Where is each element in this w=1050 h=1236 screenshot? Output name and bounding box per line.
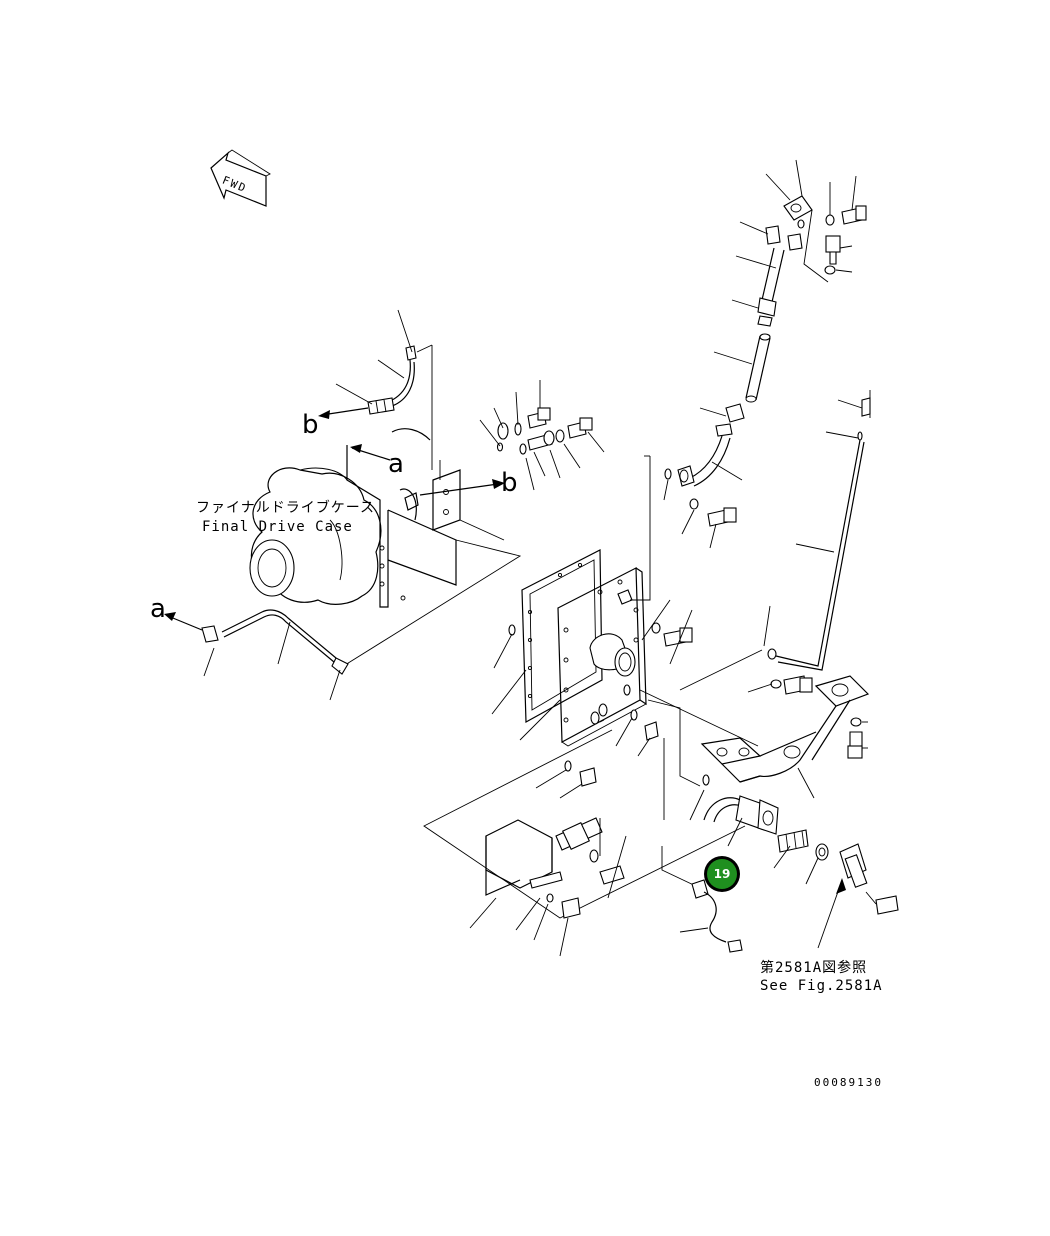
ref-letter-b-top: b bbox=[302, 410, 319, 440]
gasket bbox=[521, 549, 603, 724]
leaders-mid-right bbox=[630, 455, 717, 665]
fwd-label: FWD bbox=[220, 174, 249, 196]
leaders-hose-a bbox=[203, 621, 341, 701]
hose-b-assembly bbox=[318, 345, 417, 419]
ref-letter-b-mid: b bbox=[501, 468, 518, 498]
plate-fittings bbox=[508, 624, 659, 787]
leaders-top-cluster bbox=[479, 380, 605, 491]
lower-right-hose bbox=[702, 774, 899, 915]
mid-right-hardware bbox=[651, 468, 737, 647]
hardware-cluster-top bbox=[496, 407, 593, 455]
final-drive-case-jp: ファイナルドライブケース bbox=[196, 499, 375, 516]
hose-a-assembly bbox=[164, 609, 349, 675]
leaders-lower-bracket bbox=[469, 818, 627, 957]
ref-frame-lower bbox=[423, 719, 746, 919]
see-fig-en: See Fig.2581A bbox=[760, 978, 883, 994]
control-rod bbox=[767, 390, 871, 671]
lever-arm-bracket bbox=[700, 675, 870, 783]
lower-bracket bbox=[485, 817, 625, 919]
leaders-tube-stack bbox=[699, 159, 857, 481]
leaders-plate bbox=[491, 633, 651, 799]
ref-letter-a-lower: a bbox=[150, 594, 166, 624]
leaders-rod bbox=[763, 399, 863, 647]
upper-tube-stack bbox=[677, 195, 867, 487]
leaders-lever-arm bbox=[639, 649, 868, 799]
leaders-lower-right bbox=[689, 789, 877, 949]
final-drive-case-en: Final Drive Case bbox=[202, 519, 353, 535]
cover-plate bbox=[557, 567, 647, 747]
drawing-number: 00089130 bbox=[814, 1076, 883, 1089]
arrow-b-mid bbox=[419, 479, 505, 496]
fwd-arrow: FWD bbox=[210, 149, 271, 207]
final-drive-case bbox=[249, 428, 457, 608]
sensor-wire bbox=[661, 738, 743, 953]
see-fig-jp: 第2581A図参照 bbox=[760, 959, 867, 976]
ref-letter-a-upper: a bbox=[388, 449, 404, 479]
reference-lines bbox=[344, 344, 522, 666]
leaders-hose-b bbox=[335, 309, 413, 405]
callout-19[interactable]: 19 bbox=[704, 856, 740, 892]
callout-19-fill bbox=[707, 859, 737, 889]
callout-19-label: 19 bbox=[714, 867, 731, 881]
arrow-a-upper bbox=[350, 444, 391, 461]
